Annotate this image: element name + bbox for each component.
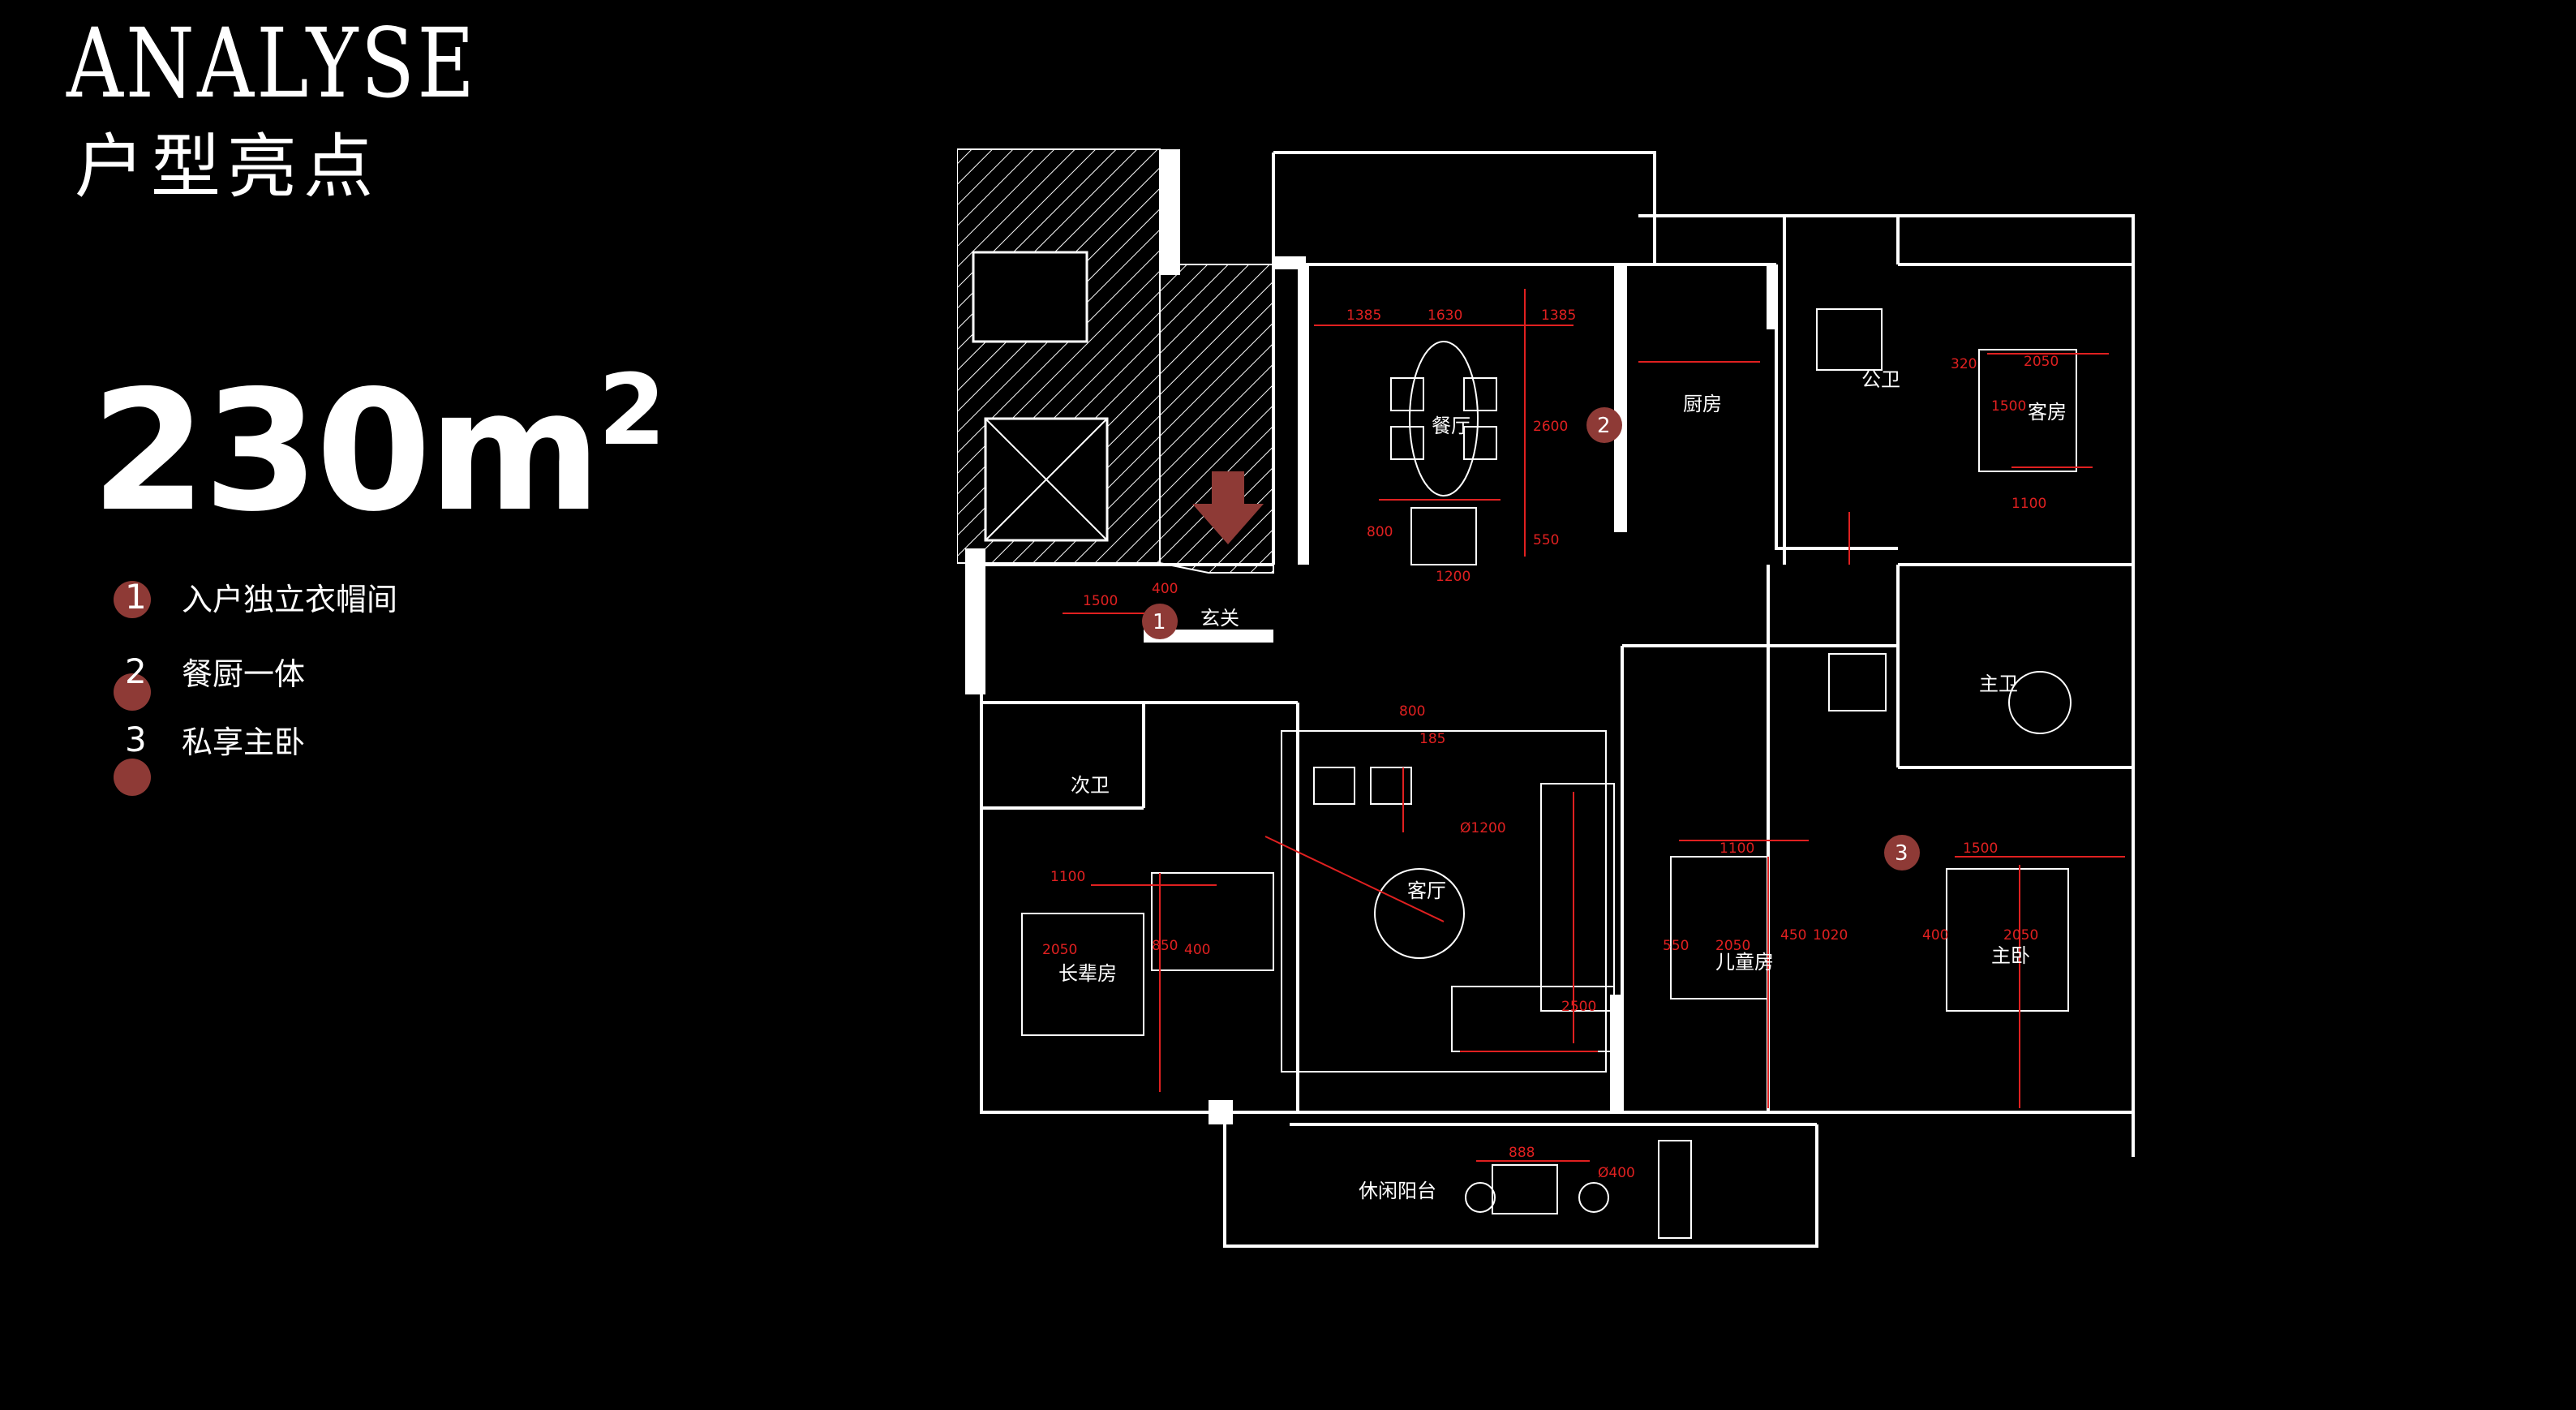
room-label-master-bath: 主卫 (1979, 673, 2018, 695)
dim-label: Ø400 (1598, 1165, 1635, 1181)
dim-label: 800 (1367, 524, 1393, 540)
highlight-number: 1 (125, 577, 147, 617)
thick-walls (965, 256, 1778, 1124)
room-label-foyer: 玄关 (1200, 607, 1239, 630)
dim-label: 185 (1419, 731, 1445, 747)
dim-label: 320 (1951, 356, 1977, 372)
furniture (1021, 308, 2077, 1239)
dim-label: 1500 (1991, 398, 2026, 415)
dim-label: 1020 (1813, 927, 1848, 944)
dim-label: 1385 (1346, 307, 1381, 324)
dim-label: 400 (1152, 581, 1178, 597)
room-label-second-bath: 次卫 (1071, 774, 1110, 797)
dim-label: 2050 (1715, 938, 1750, 954)
dim-label: 850 (1152, 938, 1178, 954)
entrance-arrow-icon (1192, 471, 1264, 544)
plan-markers: 1 2 3 (1142, 407, 1920, 871)
dim-label: 2050 (2024, 354, 2059, 370)
highlight-text: 私享主卧 (182, 724, 306, 760)
dim-label: 2050 (1042, 942, 1077, 958)
plan-marker-label: 1 (1153, 610, 1166, 634)
dim-label: 2050 (2003, 927, 2038, 944)
highlight-item-3: 3 私享主卧 (114, 717, 305, 762)
highlight-number: 2 (125, 651, 147, 691)
page-subtitle: 户型亮点 (75, 127, 380, 208)
dim-label: 1100 (2011, 496, 2046, 512)
highlight-item-1: 1 入户独立衣帽间 (114, 574, 397, 619)
plan-marker-label: 3 (1895, 841, 1908, 866)
room-label-living: 客厅 (1407, 879, 1446, 902)
room-labels: 玄关 餐厅 厨房 公卫 客房 主卫 次卫 客厅 长辈房 儿童房 主卧 休闲阳台 (1058, 368, 2067, 1202)
dim-label: 400 (1184, 942, 1210, 958)
dim-label: 1630 (1428, 307, 1462, 324)
dim-label: 800 (1399, 703, 1425, 720)
room-label-balcony: 休闲阳台 (1359, 1180, 1436, 1202)
highlight-dot-3 (114, 759, 151, 796)
room-label-guest-room: 客房 (2028, 401, 2067, 423)
highlight-text: 入户独立衣帽间 (182, 582, 398, 617)
plan-marker-1 (1142, 604, 1178, 639)
stair-core (957, 148, 1274, 574)
dim-label: 1385 (1541, 307, 1576, 324)
dim-label: 550 (1663, 938, 1689, 954)
dim-label: 450 (1780, 927, 1806, 944)
dim-label: 1500 (1963, 840, 1998, 857)
walls (980, 151, 2135, 1248)
dim-label: Ø1200 (1460, 820, 1506, 836)
room-label-kids-room: 儿童房 (1715, 951, 1774, 974)
room-label-dining: 餐厅 (1432, 415, 1470, 437)
plan-marker-label: 2 (1597, 414, 1611, 438)
plan-marker-2 (1586, 407, 1622, 443)
highlight-number: 3 (125, 720, 147, 759)
highlight-item-2: 2 餐厨一体 (114, 649, 305, 694)
dim-label: 1200 (1436, 569, 1470, 585)
page-title: ANALYSE (67, 7, 478, 119)
highlight-dot-1 (114, 581, 151, 618)
dim-label: 550 (1533, 532, 1559, 548)
area-figure: 230m2 (91, 363, 666, 535)
highlight-dot-2 (114, 673, 151, 711)
dimension-labels: 1385 1630 1385 2600 550 800 1200 400 150… (1042, 307, 2059, 1181)
room-label-public-bath: 公卫 (1861, 368, 1900, 391)
room-label-master-bed: 主卧 (1991, 944, 2030, 967)
room-label-kitchen: 厨房 (1683, 393, 1722, 415)
dim-label: 2500 (1561, 999, 1596, 1015)
room-label-elder-room: 长辈房 (1058, 962, 1117, 985)
dim-label: 2600 (1533, 419, 1568, 435)
area-unit: 2 (598, 355, 666, 467)
dim-label: 1100 (1719, 840, 1754, 857)
dim-label: 1100 (1050, 869, 1085, 885)
plan-marker-3 (1884, 835, 1920, 871)
dim-label: 400 (1922, 927, 1948, 944)
area-value: 230m (91, 355, 602, 548)
dim-label: 888 (1509, 1145, 1535, 1161)
floor-plan: 玄关 餐厅 厨房 公卫 客房 主卫 次卫 客厅 长辈房 儿童房 主卧 休闲阳台 … (957, 148, 2135, 1248)
highlight-text: 餐厨一体 (182, 656, 306, 692)
dim-label: 1500 (1083, 593, 1118, 609)
